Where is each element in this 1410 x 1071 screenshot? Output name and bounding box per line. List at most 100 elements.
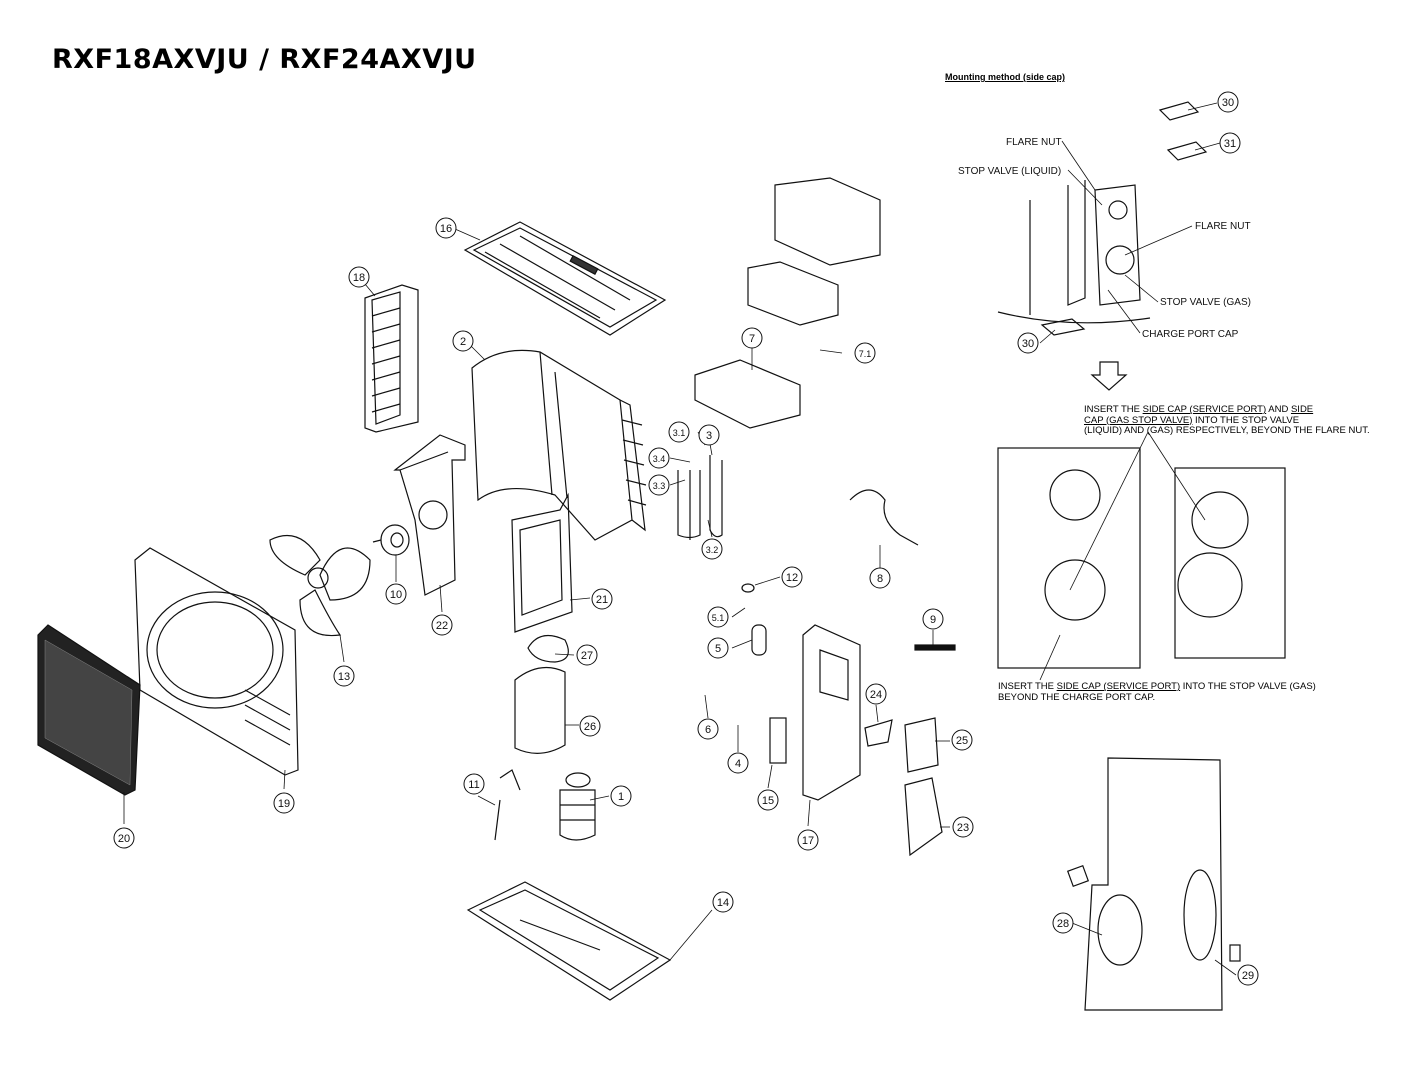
flare-nut-label-2: FLARE NUT	[1195, 221, 1251, 232]
wire-harness-part	[849, 489, 919, 546]
down-arrow	[1090, 361, 1128, 391]
callout-number: 3	[706, 430, 712, 442]
callout-circle	[333, 665, 355, 687]
callout-circle	[707, 606, 729, 628]
discharge-grille-part	[37, 624, 141, 796]
callout-circle	[1219, 132, 1241, 154]
callout-number: 12	[786, 572, 798, 584]
callout-number: 4	[735, 758, 741, 770]
callout-number: 16	[440, 223, 452, 235]
callout-number: 14	[717, 897, 729, 909]
bracket-part	[864, 719, 893, 747]
fan-bracket-part	[393, 434, 466, 596]
callout-group: 1233.13.23.33.4455.1677.1891011121314151…	[113, 91, 1259, 986]
callout-circle	[741, 327, 763, 349]
callout-circle	[452, 330, 474, 352]
callout-circle	[1052, 912, 1074, 934]
callout-number: 11	[468, 779, 479, 791]
callout-circle	[712, 891, 734, 913]
callout-circle	[610, 785, 632, 807]
stop-valve-liquid-label: STOP VALVE (LIQUID)	[958, 166, 1061, 177]
callout-number: 28	[1057, 918, 1069, 930]
callout-number: 30	[1222, 97, 1234, 109]
receiver-part	[741, 583, 767, 656]
callout-number: 3.1	[673, 428, 686, 438]
front-panel-part	[134, 547, 299, 776]
diagram-title: RXF18AXVJU / RXF24AXVJU	[52, 44, 477, 75]
piping-part	[677, 455, 723, 540]
callout-circle	[385, 583, 407, 605]
sound-insulation-part	[514, 634, 569, 754]
heat-exchanger-part	[471, 349, 647, 541]
callout-circle	[348, 266, 370, 288]
service-cover-part	[904, 717, 943, 857]
note-text: SIDE	[1290, 404, 1314, 415]
callout-circle	[865, 683, 887, 705]
callout-circle	[1217, 91, 1239, 113]
unit-interior-detail	[1066, 757, 1241, 1011]
side-cap-detail	[997, 447, 1286, 669]
callout-number: 31	[1224, 138, 1236, 150]
note-text: INSERT THE	[1084, 404, 1143, 415]
note-text: AND	[1266, 404, 1291, 415]
callout-circle	[697, 718, 719, 740]
callout-circle	[435, 217, 457, 239]
service-port-instruction: INSERT THE SIDE CAP (SERVICE PORT) INTO …	[998, 681, 1316, 703]
propeller-fan-part	[269, 534, 371, 637]
note-text: INSERT THE	[998, 681, 1057, 692]
callout-circle	[113, 827, 135, 849]
insulation-strip-part	[914, 644, 956, 651]
callout-number: 3.4	[653, 454, 666, 464]
callout-circle	[1237, 964, 1259, 986]
callout-circle	[951, 729, 973, 751]
side-cap-instruction: INSERT THE SIDE CAP (SERVICE PORT) AND S…	[1084, 404, 1370, 437]
side-plate-part	[802, 624, 861, 801]
callout-circle	[668, 421, 690, 443]
callout-number: 7.1	[859, 349, 872, 359]
callout-number: 9	[930, 614, 936, 626]
callout-number: 30	[1022, 338, 1034, 350]
callout-number: 17	[802, 835, 814, 847]
callout-circle	[869, 567, 891, 589]
callout-number: 23	[957, 822, 969, 834]
callout-number: 8	[877, 573, 883, 585]
callout-circle	[701, 538, 723, 560]
mounting-label-group: FLARE NUT STOP VALVE (LIQUID) FLARE NUT …	[958, 137, 1251, 340]
top-panel-part	[463, 221, 667, 336]
callout-circle	[463, 773, 485, 795]
callout-number: 24	[870, 689, 882, 701]
thermistor-part	[494, 769, 521, 841]
callout-circle	[576, 644, 598, 666]
note-text: BEYOND THE CHARGE PORT CAP.	[998, 691, 1156, 703]
stop-valve-detail	[997, 101, 1208, 336]
bottom-frame-part	[466, 881, 672, 1001]
callout-circle	[727, 752, 749, 774]
callout-number: 5	[715, 643, 721, 655]
leader-lines	[123, 102, 1237, 976]
callout-circle	[579, 715, 601, 737]
callout-circle	[591, 588, 613, 610]
compressor-part	[559, 772, 596, 841]
callout-circle	[1017, 332, 1039, 354]
callout-number: 26	[584, 721, 596, 733]
stop-valve-gas-label: STOP VALVE (GAS)	[1160, 297, 1251, 308]
callout-circle	[273, 792, 295, 814]
note-text: (LIQUID) AND (GAS) RESPECTIVELY, BEYOND …	[1084, 425, 1370, 436]
callout-circle	[854, 342, 876, 364]
callout-number: 1	[618, 791, 624, 803]
callout-circle	[781, 566, 803, 588]
callout-number: 2	[460, 336, 466, 348]
note-text: INTO THE STOP VALVE	[1192, 414, 1300, 426]
callout-number: 18	[353, 272, 365, 284]
callout-circle	[648, 447, 670, 469]
note-text: INTO THE STOP VALVE (GAS)	[1180, 681, 1316, 692]
callout-number: 6	[705, 724, 711, 736]
partition-plate-part	[511, 492, 573, 633]
callout-number: 7	[749, 333, 755, 345]
callout-number: 19	[278, 798, 290, 810]
callout-number: 10	[390, 589, 402, 601]
terminal-block-part	[769, 717, 787, 764]
callout-circle	[757, 789, 779, 811]
fan-motor-part	[372, 524, 410, 556]
